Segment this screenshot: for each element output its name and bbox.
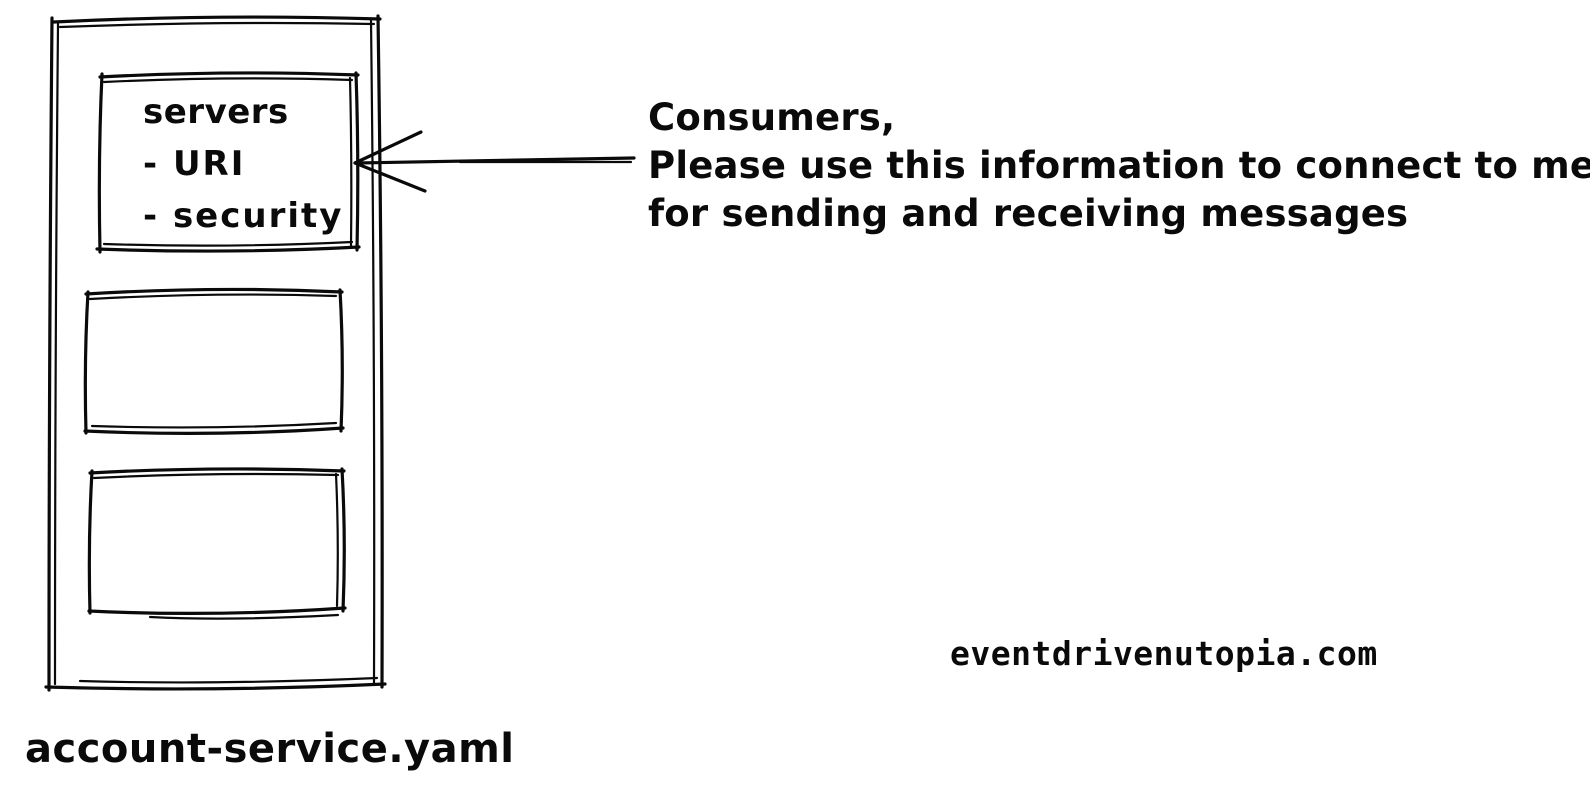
servers-box-title: servers: [143, 92, 289, 132]
arrow-icon: [353, 130, 636, 193]
watermark: eventdrivenutopia.com: [950, 634, 1378, 673]
annotation-line-2: Please use this information to connect t…: [648, 144, 1590, 187]
annotation-line-1: Consumers,: [648, 96, 896, 139]
servers-box-outline: [95, 71, 361, 254]
empty-box-1-outline: [83, 287, 345, 435]
servers-box: servers - URI - security: [143, 86, 353, 242]
file-label: account-service.yaml: [25, 726, 515, 772]
empty-box-2-outline: [87, 467, 347, 620]
servers-box-item-uri: - URI: [143, 144, 246, 184]
yaml-file-outline: [44, 14, 387, 692]
consumer-annotation: Consumers, Please use this information t…: [648, 94, 1590, 238]
annotation-line-3: for sending and receiving messages: [648, 192, 1409, 235]
servers-box-item-security: - security: [143, 196, 344, 236]
